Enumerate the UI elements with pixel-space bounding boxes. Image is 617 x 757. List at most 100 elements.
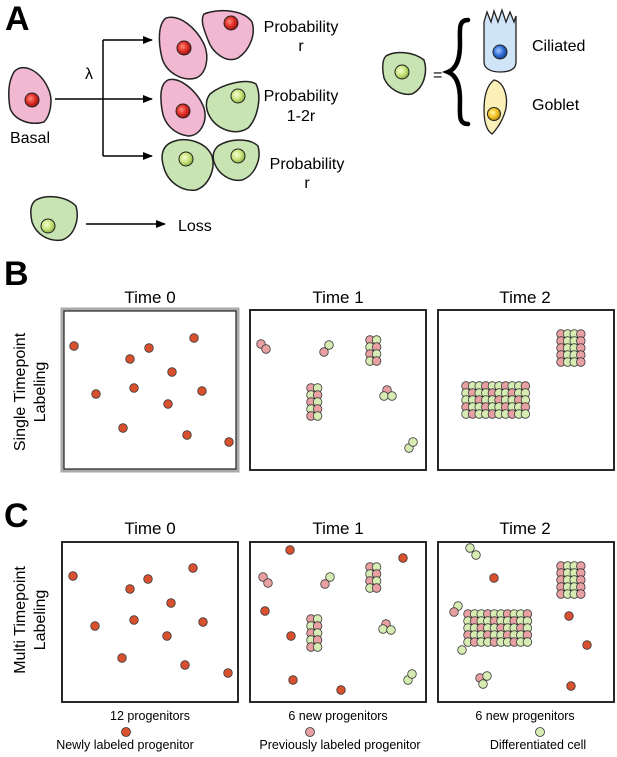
progenitor-dot [90,621,100,631]
panel-b-frame-time0 [60,307,240,473]
outcome-asymmetric-icon [160,78,260,137]
outcome-3-prob-label: Probability [270,156,345,173]
progenitor-dot [449,607,459,617]
progenitor-dot [180,660,190,670]
loss-label: Loss [178,218,212,235]
progenitor-dot [408,437,418,447]
progenitor-dot [182,430,192,440]
progenitor-dot [582,640,592,650]
clone-dot [520,409,531,419]
progenitor-dot [143,574,153,584]
panel-b-title-time0: Time 0 [124,288,175,307]
panel-c-side-label-line1: Multi Timepoint [12,566,29,674]
progenitor-dot [125,584,135,594]
clone-dot [371,356,382,366]
progenitor-dot [189,333,199,343]
progenitor-dot [319,347,329,357]
progenitor-dot [325,572,335,582]
clone-dot [522,637,533,647]
progenitor-dot [198,617,208,627]
panel-b-frame-time1 [249,309,427,471]
progenitor-dot [336,685,346,695]
outcome-1-prob-value: r [298,38,304,55]
panel-c-time2-cells [449,543,592,691]
panel-c-count-time2: 6 new progenitors [475,709,574,723]
progenitor-dot [224,437,234,447]
progenitor-dot [197,386,207,396]
basal-label: Basal [10,130,50,147]
panel-letter-b: B [4,255,29,293]
panel-letter-a: A [5,0,30,38]
panel-b-time1-cells [256,335,418,453]
lost-cell-icon [30,195,78,242]
outcome-2-prob-value: 1-2r [287,108,316,125]
progenitor-dot [69,341,79,351]
progenitor-dot [91,389,101,399]
progenitor-dot [68,571,78,581]
progenitor-dot [166,598,176,608]
legend-previous-label: Previously labeled progenitor [259,738,420,752]
panel-c-count-time1: 6 new progenitors [288,709,387,723]
progenitor-dot [378,624,388,634]
clone-dot [312,642,323,652]
outcome-1-prob-label: Probability [264,19,339,36]
progenitor-dot [564,611,574,621]
panel-b-title-time2: Time 2 [499,288,550,307]
panel-b-side-label-line2: Labeling [32,362,49,423]
legend-differentiated-dot-icon [535,727,545,737]
progenitor-dot [188,563,198,573]
progenitor-dot [125,354,135,364]
panel-c-title-time2: Time 2 [499,519,550,538]
panel-c-frame-time1 [249,541,427,703]
progenitor-dot [263,578,273,588]
outcome-2-prob-label: Probability [264,88,339,105]
progenitor-dot [260,606,270,616]
ciliated-label: Ciliated [532,38,585,55]
panel-c-time0-cells [68,563,233,678]
curly-brace-icon [441,17,471,127]
rate-symbol-lambda: λ [85,66,93,83]
progenitor-dot [465,543,475,553]
legend-previous-dot-icon [305,727,315,737]
progenitor-dot [320,579,330,589]
progenitor-dot [286,631,296,641]
equals-sign: = [433,67,442,84]
legend-new-label: Newly labeled progenitor [56,738,194,752]
progenitor-dot [144,343,154,353]
progenitor-dot [386,625,396,635]
progenitor-dot [324,340,334,350]
panel-b-time0-cells [69,333,234,447]
progenitor-dot [285,545,295,555]
progenitor-dot [163,399,173,409]
progenitor-dot [129,615,139,625]
outcome-two-basal-icon [158,9,254,80]
clone-dot [371,583,382,593]
progenitor-dot [457,645,467,655]
differentiated-cell-icon [381,51,427,96]
panel-c-title-time0: Time 0 [124,519,175,538]
progenitor-dot [379,391,389,401]
progenitor-dot [482,671,492,681]
legend-new-dot-icon [121,727,131,737]
panel-b-side-label-line1: Single Timepoint [12,332,29,451]
division-arrows [55,36,153,160]
panel-c-title-time1: Time 1 [312,519,363,538]
outcome-two-differentiated-icon [161,138,260,191]
progenitor-dot [566,681,576,691]
panel-c-side-label-line2: Labeling [32,590,49,651]
ciliated-cell-icon [483,7,517,73]
goblet-cell-icon [483,79,508,135]
panel-b-frame-time0-inner [63,310,237,470]
basal-cell-icon [8,67,52,124]
panel-b-title-time1: Time 1 [312,288,363,307]
progenitor-dot [117,653,127,663]
progenitor-dot [223,668,233,678]
panel-c-count-time0: 12 progenitors [110,709,190,723]
panel-c-frame-time0 [61,541,239,703]
progenitor-dot [407,669,417,679]
progenitor-dot [261,344,271,354]
progenitor-dot [398,553,408,563]
progenitor-dot [118,423,128,433]
progenitor-dot [471,550,481,560]
